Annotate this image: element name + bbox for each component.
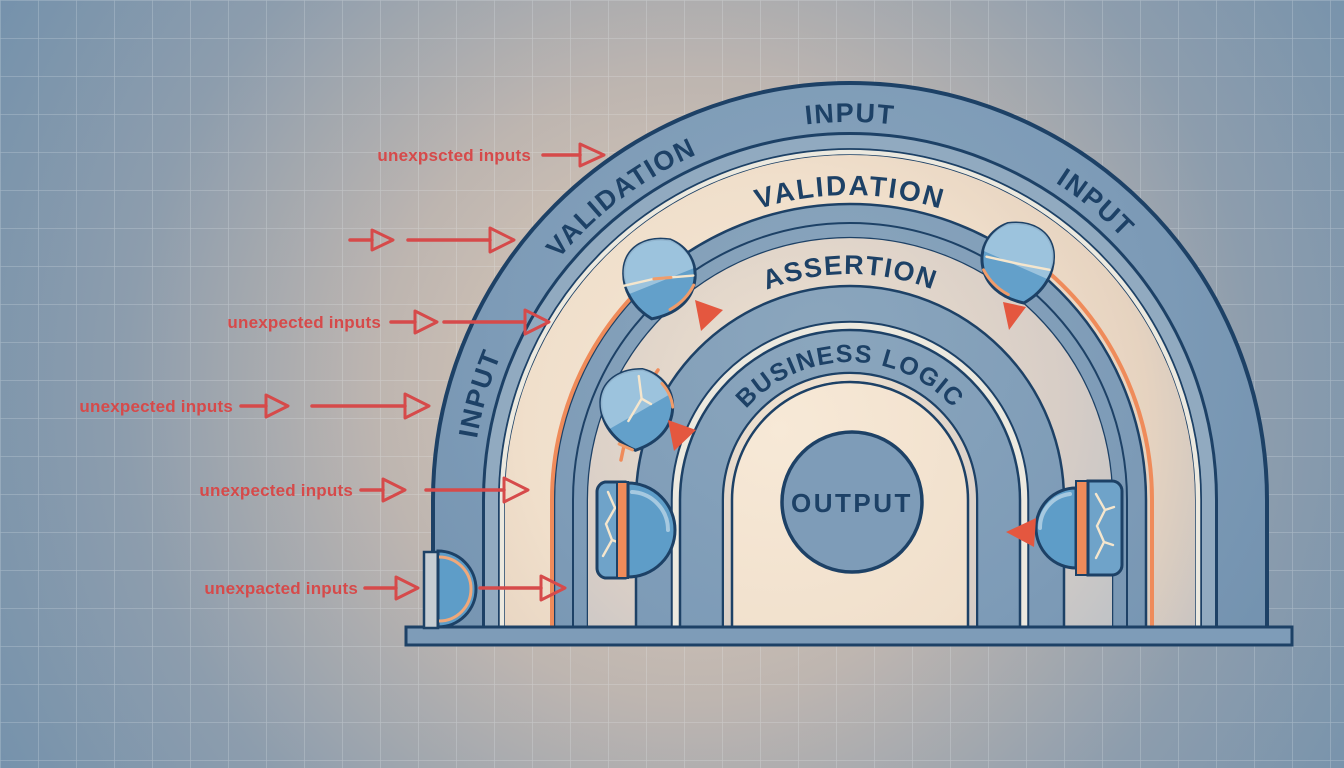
wall-shield-icon [422, 549, 478, 630]
shield-icon [980, 221, 1055, 305]
output-core: OUTPUT [780, 430, 924, 574]
attack-arrow-head [381, 477, 407, 503]
attack-arrow-head [394, 575, 420, 601]
attack-arrow-head [502, 476, 530, 504]
attack-label: unexpacted inputs [204, 579, 358, 598]
attack-label: unexpscted inputs [377, 146, 531, 165]
attack-arrow-head [370, 228, 395, 252]
attack-arrow-head [413, 309, 439, 335]
breached-shield-icon [1034, 479, 1124, 577]
breach-triangle-icon [1003, 302, 1026, 330]
validation-divider-band [552, 202, 1148, 632]
validation-divider-midline [572, 222, 1128, 630]
attack-label: unexpected inputs [79, 397, 233, 416]
output-circle [780, 430, 924, 574]
attack-arrow-head [523, 308, 551, 336]
shield-icon [622, 237, 697, 321]
attack-label: unexpected inputs [227, 313, 381, 332]
attack-annotations: unexpscted inputs unexpected inputs unex… [79, 142, 606, 602]
breach-triangles [668, 300, 1036, 547]
attack-arrow-head [264, 393, 290, 419]
attack-label: unexpected inputs [199, 481, 353, 500]
breached-shield-icon [595, 480, 677, 580]
output-label: OUTPUT [791, 488, 913, 518]
shield-icon [599, 368, 675, 452]
breach-triangle-icon [668, 420, 696, 451]
attack-arrow-head [403, 392, 431, 420]
accent-arc-right [1034, 260, 1154, 632]
breach-triangle-icon [1006, 518, 1036, 547]
shield-icons [422, 221, 1124, 630]
ground-bar [404, 625, 1294, 647]
breach-triangle-icon [695, 300, 723, 331]
outer-band-label-top: INPUT [803, 98, 896, 131]
attack-arrow-head [488, 226, 516, 254]
attack-arrow-head [539, 574, 567, 602]
attack-arrow-head [578, 142, 606, 168]
